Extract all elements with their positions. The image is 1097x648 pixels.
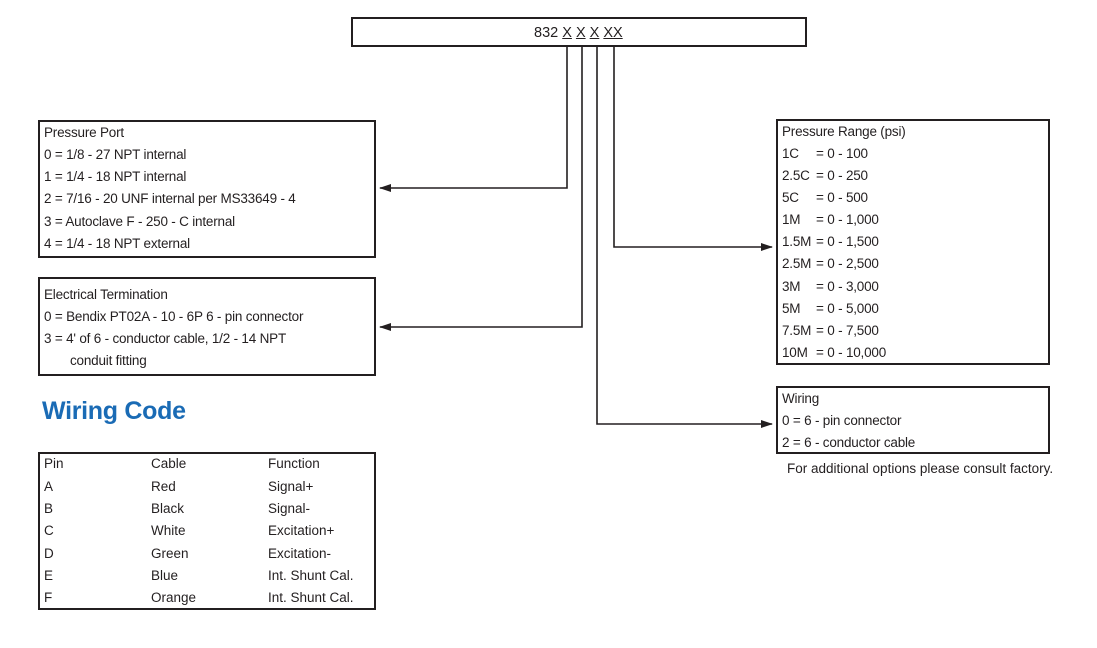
pressure-range-code: 5M: [782, 301, 801, 316]
wiring-code-table: Pin Cable Function A Red Signal+ B Black…: [38, 452, 376, 610]
pressure-range-value: = 0 - 2,500: [816, 256, 879, 271]
electrical-termination-box: Electrical Termination 0 = Bendix PT02A …: [38, 277, 376, 376]
table-cell-cable: Black: [151, 501, 185, 516]
table-cell-cable: Orange: [151, 590, 197, 605]
pressure-range-box: Pressure Range (psi) 1C = 0 - 100 2.5C =…: [776, 119, 1050, 365]
pressure-port-option: 1 = 1/4 - 18 NPT internal: [44, 169, 187, 184]
model-code-field-electrical-termination: X: [575, 25, 586, 41]
wiring-option: 2 = 6 - conductor cable: [782, 435, 916, 450]
pressure-range-code: 10M: [782, 345, 808, 360]
pressure-range-value: = 0 - 7,500: [816, 323, 879, 338]
pressure-range-value: = 0 - 5,000: [816, 301, 879, 316]
table-cell-function: Signal-: [268, 501, 311, 516]
pressure-port-option: 0 = 1/8 - 27 NPT internal: [44, 147, 187, 162]
pressure-range-code: 1C: [782, 146, 799, 161]
electrical-termination-title: Electrical Termination: [44, 287, 168, 302]
pressure-range-value: = 0 - 3,000: [816, 279, 879, 294]
wiring-option: 0 = 6 - pin connector: [782, 413, 902, 428]
table-header-pin: Pin: [44, 456, 64, 471]
footnote: For additional options please consult fa…: [787, 461, 1054, 476]
pressure-port-title: Pressure Port: [44, 125, 124, 140]
model-code-field-pressure-port: X: [562, 25, 572, 41]
table-cell-function: Int. Shunt Cal.: [268, 568, 354, 583]
pressure-range-title: Pressure Range (psi): [782, 124, 906, 139]
pressure-port-connector: [379, 47, 568, 192]
table-cell-cable: Red: [151, 479, 176, 494]
pressure-range-value: = 0 - 500: [816, 190, 868, 205]
pressure-range-code: 7.5M: [782, 323, 812, 338]
pressure-port-box: Pressure Port 0 = 1/8 - 27 NPT internal …: [38, 120, 376, 258]
pressure-port-option: 4 = 1/4 - 18 NPT external: [44, 236, 190, 251]
model-code-box: 832 X X X XX: [351, 17, 807, 47]
table-cell-pin: D: [44, 546, 54, 561]
table-cell-pin: A: [44, 479, 54, 494]
model-code-prefix: 832: [534, 25, 559, 41]
pressure-range-value: = 0 - 100: [816, 146, 868, 161]
table-cell-function: Excitation-: [268, 546, 332, 561]
table-cell-function: Int. Shunt Cal.: [268, 590, 354, 605]
pressure-range-connector: [613, 47, 773, 251]
electrical-termination-option: 0 = Bendix PT02A - 10 - 6P 6 - pin conne…: [44, 309, 304, 324]
pressure-range-value: = 0 - 10,000: [816, 345, 887, 360]
pressure-range-value: = 0 - 1,500: [816, 234, 879, 249]
table-header-cable: Cable: [151, 456, 187, 471]
wiring-title: Wiring: [782, 391, 820, 406]
pressure-range-code: 2.5M: [782, 256, 812, 271]
pressure-port-option: 3 = Autoclave F - 250 - C internal: [44, 214, 235, 229]
model-code-field-pressure-range: XX: [603, 25, 623, 41]
pressure-port-option: 2 = 7/16 - 20 UNF internal per MS33649 -…: [44, 191, 296, 206]
table-cell-function: Signal+: [268, 479, 314, 494]
table-header-function: Function: [268, 456, 320, 471]
table-cell-pin: E: [44, 568, 54, 583]
table-cell-cable: Green: [151, 546, 189, 561]
pressure-range-code: 2.5C: [782, 168, 810, 183]
electrical-termination-option: 3 = 4' of 6 - conductor cable, 1/2 - 14 …: [44, 331, 286, 346]
pressure-range-value: = 0 - 250: [816, 168, 868, 183]
table-cell-cable: Blue: [151, 568, 179, 583]
pressure-range-code: 1M: [782, 212, 801, 227]
table-cell-cable: White: [151, 523, 186, 538]
wiring-code-heading: Wiring Code: [42, 397, 186, 425]
table-cell-pin: F: [44, 590, 53, 605]
wiring-connector: [596, 47, 773, 428]
model-code-field-wiring: X: [589, 25, 600, 41]
pressure-range-code: 1.5M: [782, 234, 812, 249]
pressure-range-code: 3M: [782, 279, 801, 294]
model-code: 832 X X X XX: [534, 25, 623, 41]
table-cell-pin: B: [44, 501, 54, 516]
table-cell-pin: C: [44, 523, 54, 538]
wiring-box: Wiring 0 = 6 - pin connector 2 = 6 - con…: [776, 386, 1050, 454]
table-cell-function: Excitation+: [268, 523, 335, 538]
electrical-termination-connector: [379, 47, 583, 331]
pressure-range-code: 5C: [782, 190, 799, 205]
electrical-termination-option-continued: conduit fitting: [70, 353, 147, 368]
pressure-range-value: = 0 - 1,000: [816, 212, 879, 227]
